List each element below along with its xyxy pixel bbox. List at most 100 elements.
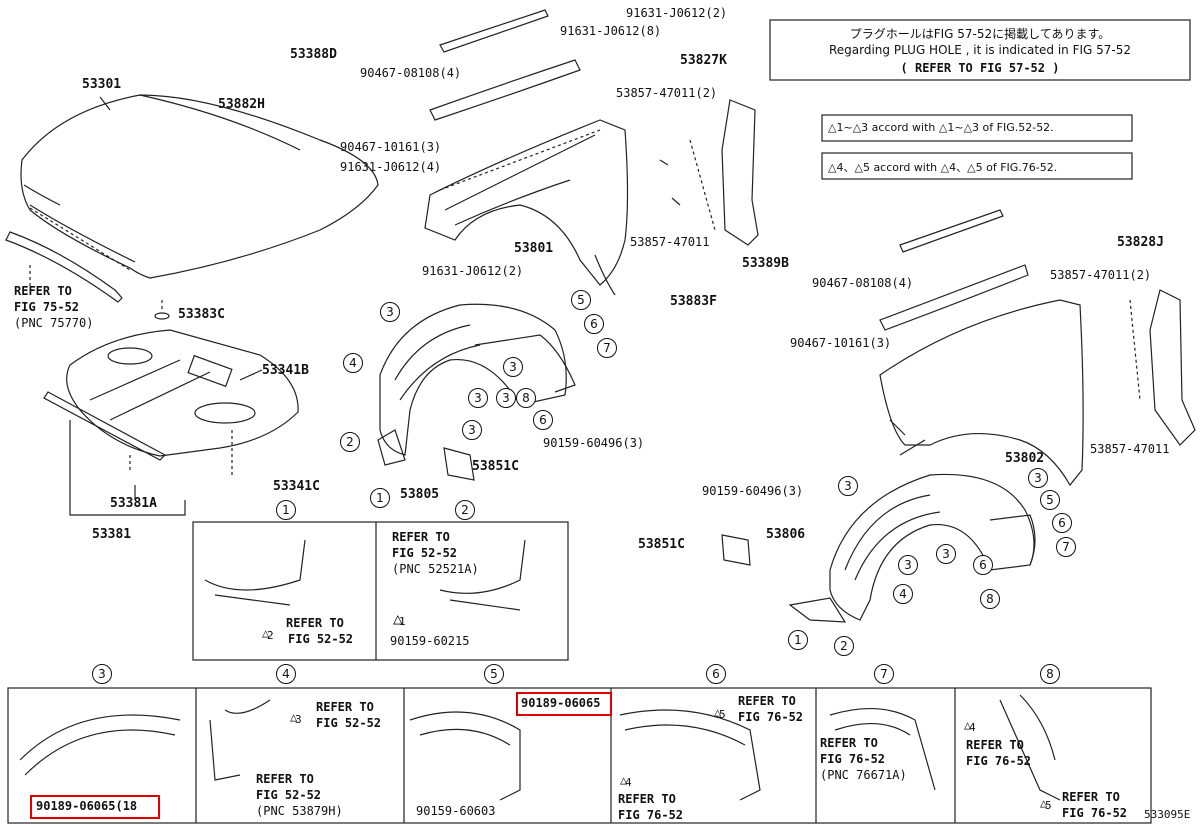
triangle-icon: △ [714,705,722,719]
detail-1-fig[interactable]: FIG 52-52 [288,632,354,646]
bottom-4-circle: 4 [276,664,296,684]
bottom-7-circle: 7 [874,664,894,684]
bottom-4-fig2[interactable]: FIG 52-52 [256,788,322,802]
callout-circle: 3 [838,476,858,496]
bolt-label[interactable]: 91631-J0612(4) [340,160,442,174]
highlight-box [516,692,612,716]
part-label[interactable]: 53301 [82,77,122,92]
bottom-5-part-highlight[interactable]: 90189-06065 [521,696,601,710]
part-label[interactable]: 53388D [290,47,337,62]
bottom-7-fig[interactable]: FIG 76-52 [820,752,886,766]
bolt-label[interactable]: 53857-47011(2) [616,86,718,100]
highlight-box [30,795,160,819]
part-label[interactable]: 53827K [680,53,727,68]
right-liner-drawing [788,473,1036,623]
accord-1-c: 1 [947,121,955,134]
bolt-label[interactable]: 90159-60215 [390,634,470,648]
triangle-icon: △ [964,718,972,732]
callout-circle: 1 [788,630,808,650]
note-accord-1: △1~△3 accord with △1~△3 of FIG.52-52. [828,121,1054,134]
part-label[interactable]: 53828J [1117,235,1164,250]
callout-circle: 3 [898,555,918,575]
bolt-label[interactable]: 90467-10161(3) [790,336,892,350]
callout-circle: 3 [936,544,956,564]
part-label[interactable]: 53851C [638,537,685,552]
bottom-8-fig2[interactable]: FIG 76-52 [1062,806,1128,820]
part-label[interactable]: 53381 [92,527,132,542]
part-label[interactable]: 53801 [514,241,554,256]
left-liner-drawing [377,303,576,466]
detail-1-circle: 1 [276,500,296,520]
callout-circle: 3 [1028,468,1048,488]
detail-1-tri: 2 [267,629,274,642]
part-label[interactable]: 53805 [400,487,440,502]
callout-circle: 3 [462,420,482,440]
triangle-icon: △ [828,161,837,174]
bottom-6-fig2[interactable]: FIG 76-52 [618,808,684,822]
triangle-icon: △ [1040,796,1048,810]
bolt-label[interactable]: 91631-J0612(2) [626,6,728,20]
detail-2-pnc: (PNC 52521A) [392,562,479,576]
bolt-label[interactable]: 91631-J0612(8) [560,24,662,38]
bottom-6-circle: 6 [706,664,726,684]
part-label[interactable]: 53883F [670,294,717,309]
bottom-6-fig1[interactable]: FIG 76-52 [738,710,804,724]
bottom-4-fig1[interactable]: FIG 52-52 [316,716,382,730]
bottom-5-part[interactable]: 90159-60603 [416,804,496,818]
detail-2-refer: REFER TO [392,530,450,544]
callout-circle: 6 [533,410,553,430]
bottom-3-circle: 3 [92,664,112,684]
accord-1-end: of FIG.52-52. [982,121,1054,134]
bolt-label[interactable]: 90467-08108(4) [812,276,914,290]
right-fender-bracket [879,264,1029,331]
triangle-icon: △ [262,626,270,640]
accord-2-b: 5 [862,161,870,174]
bottom-5-circle: 5 [484,664,504,684]
bolt-label[interactable]: 90467-08108(4) [360,66,462,80]
detail-2-fig[interactable]: FIG 52-52 [392,546,458,560]
accord-2-sep: 、 [843,161,855,174]
callout-circle: 6 [1052,513,1072,533]
callout-circle: 2 [834,636,854,656]
right-fender-drawing [879,299,1084,487]
callout-circle: 6 [584,314,604,334]
bolt-label[interactable]: 53857-47011 [630,235,710,249]
left-fender-side-panel [721,99,759,246]
left-fender-seal [439,9,549,53]
bolt-label[interactable]: 91631-J0612(2) [422,264,524,278]
hood-seal-strip [5,231,123,303]
callout-circle: 6 [973,555,993,575]
bolt-label[interactable]: 90467-10161(3) [340,140,442,154]
bottom-3-part[interactable]: 90189-06065(18 [36,799,138,813]
part-label[interactable]: 53341C [273,479,320,494]
bolt-label[interactable]: 90159-60496(3) [543,436,645,450]
part-label[interactable]: 53389B [742,256,789,271]
part-label[interactable]: 53341B [262,363,309,378]
part-label[interactable]: 53381A [110,496,157,511]
bottom-4-refer2: REFER TO [256,772,314,786]
part-label[interactable]: 53383C [178,307,225,322]
right-fender-seal [899,209,1004,253]
hood-drawing [20,94,379,279]
note-plug-hole-en: Regarding PLUG HOLE , it is indicated in… [828,43,1132,57]
part-label[interactable]: 53882H [218,97,265,112]
callout-circle: 3 [380,302,400,322]
triangle-icon: △ [940,161,950,174]
bolt-label[interactable]: 53857-47011 [1090,442,1170,456]
bolt-label[interactable]: 53857-47011(2) [1050,268,1152,282]
callout-circle: 7 [1056,537,1076,557]
bolt-label[interactable]: 90159-60496(3) [702,484,804,498]
callout-circle: 1 [370,488,390,508]
bottom-8-fig1[interactable]: FIG 76-52 [966,754,1032,768]
bottom-8-tri1: 4 [969,721,976,734]
triangle-icon: △ [393,609,403,628]
part-label[interactable]: 53802 [1005,451,1045,466]
accord-2-c: 4 [949,161,957,174]
note-refer-fig: ( REFER TO FIG 57-52 ) [900,61,1060,75]
bottom-7-pnc: (PNC 76671A) [820,768,907,782]
part-label[interactable]: 53851C [472,459,519,474]
callout-circle: 5 [571,290,591,310]
refer-fig-link[interactable]: FIG 75-52 [14,300,80,314]
part-label[interactable]: 53806 [766,527,806,542]
